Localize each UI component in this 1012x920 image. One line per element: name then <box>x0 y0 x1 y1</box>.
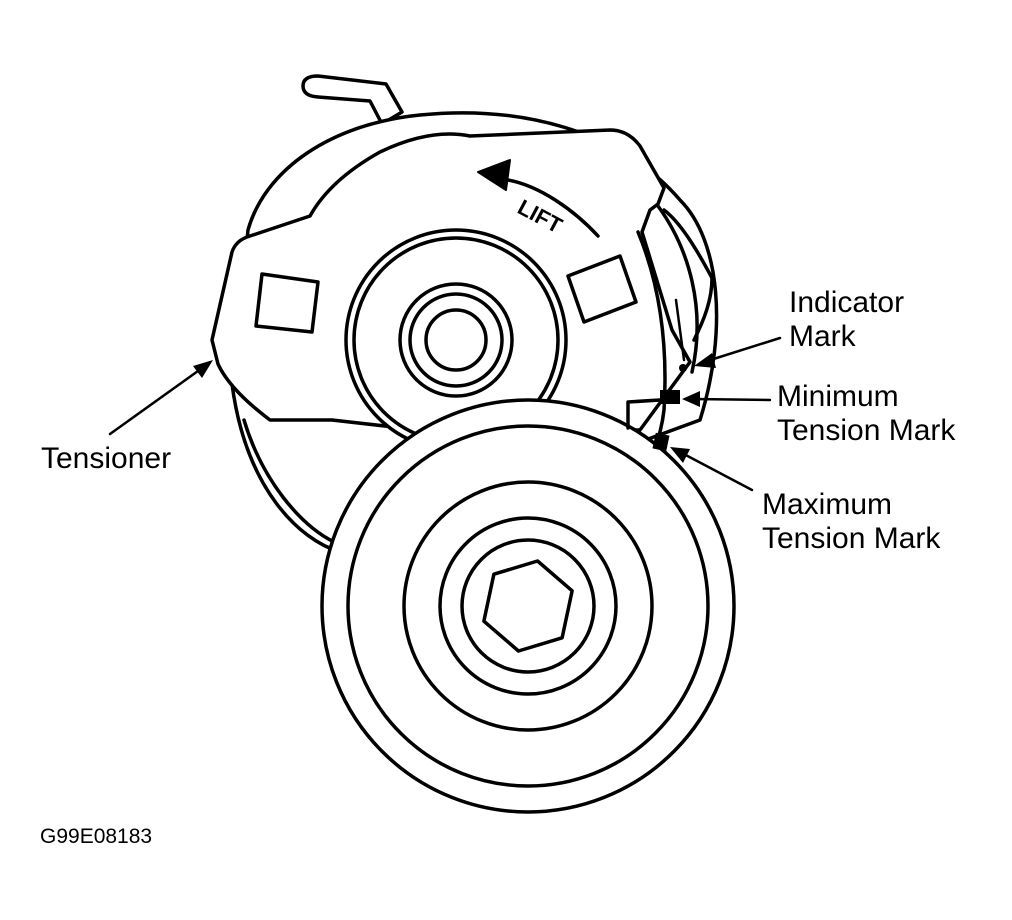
bracket-window-right <box>566 254 638 324</box>
tensioner-lever <box>301 74 404 126</box>
idler-pulley <box>320 398 736 814</box>
maximum-leader <box>670 447 754 492</box>
label-indicator-line1: Indicator <box>789 286 904 319</box>
label-tensioner: Tensioner <box>41 442 171 475</box>
label-maximum-line2: Tension Mark <box>762 522 941 555</box>
tensioner-leader <box>108 360 213 436</box>
label-indicator-line2: Mark <box>789 320 857 353</box>
lift-arrow-icon <box>477 159 600 238</box>
minimum-tension-mark <box>660 390 680 404</box>
label-minimum-line2: Tension Mark <box>777 414 956 447</box>
indicator-leader <box>694 336 782 368</box>
indicator-mark <box>679 364 687 372</box>
minimum-leader <box>682 391 772 407</box>
label-minimum-line1: Minimum <box>777 380 899 413</box>
hex-bolt-icon <box>482 559 574 653</box>
label-maximum-line1: Maximum <box>762 488 892 521</box>
figure-code: G99E08183 <box>40 825 152 848</box>
maximum-tension-mark <box>652 432 670 452</box>
bracket-window-left <box>254 272 320 334</box>
indicator-marks <box>626 364 687 452</box>
